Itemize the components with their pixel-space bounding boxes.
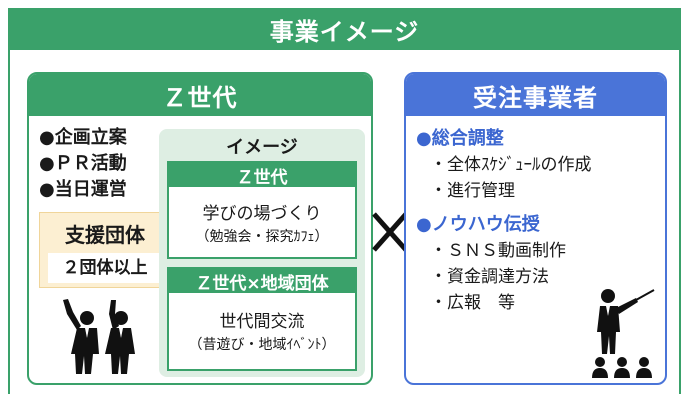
section-item: ・資金調達方法 <box>430 267 549 287</box>
presenter-icon <box>592 289 655 378</box>
image-card-exchange: Ｚ世代×地域団体 世代間交流 （昔遊び・地域ｲﾍﾞﾝﾄ） <box>167 267 357 371</box>
image-card-main: 世代間交流 <box>219 312 305 332</box>
image-example-title: イメージ <box>226 137 298 158</box>
section-heading: ●総合調整 <box>416 128 504 149</box>
coordination-section: ●総合調整 ・全体ｽｹｼﾞｭｰﾙの作成 ・進行管理 <box>416 126 592 204</box>
people-icon <box>63 299 135 374</box>
image-card-sub: （勉強会・探究ｶﾌｪ） <box>195 229 329 245</box>
z-generation-panel-title: Ｚ世代 <box>29 74 371 116</box>
section-item: ・進行管理 <box>430 181 515 201</box>
image-card-sub: （昔遊び・地域ｲﾍﾞﾝﾄ） <box>188 337 336 353</box>
section-item: ・広報 等 <box>430 293 515 313</box>
z-role-item: ●ＰＲ活動 <box>39 153 127 174</box>
knowhow-section: ●ノウハウ伝授 ・ＳＮＳ動画制作 ・資金調達方法 ・広報 等 <box>416 212 566 316</box>
image-card-main: 学びの場づくり <box>202 204 322 224</box>
section-heading: ●ノウハウ伝授 <box>416 214 540 235</box>
contractor-panel: 受注事業者 ●総合調整 ・全体ｽｹｼﾞｭｰﾙの作成 ・進行管理 ●ノウハウ伝授 … <box>404 72 667 385</box>
image-card-learning: Ｚ世代 学びの場づくり （勉強会・探究ｶﾌｪ） <box>167 161 357 259</box>
support-group-count: ２団体以上 <box>48 253 162 283</box>
support-group-box: 支援団体 ２団体以上 <box>39 212 171 288</box>
z-generation-panel: Ｚ世代 ●企画立案 ●ＰＲ活動 ●当日運営 支援団体 ２団体以上 イメージ Ｚ世… <box>27 72 373 385</box>
section-item: ・ＳＮＳ動画制作 <box>430 241 566 261</box>
contractor-panel-title: 受注事業者 <box>406 74 665 116</box>
z-role-item: ●当日運営 <box>39 179 127 200</box>
section-item: ・全体ｽｹｼﾞｭｰﾙの作成 <box>430 155 592 175</box>
image-example-box: イメージ Ｚ世代 学びの場づくり （勉強会・探究ｶﾌｪ） Ｚ世代×地域団体 世代… <box>159 129 365 377</box>
z-role-list: ●企画立案 ●ＰＲ活動 ●当日運営 <box>39 125 127 203</box>
image-card-head: Ｚ世代 <box>169 163 355 188</box>
page-title: 事業イメージ <box>8 8 681 50</box>
cross-icon <box>372 212 408 252</box>
z-role-item: ●企画立案 <box>39 127 127 148</box>
image-card-head: Ｚ世代×地域団体 <box>169 269 355 294</box>
support-group-name: 支援団体 <box>65 223 145 247</box>
